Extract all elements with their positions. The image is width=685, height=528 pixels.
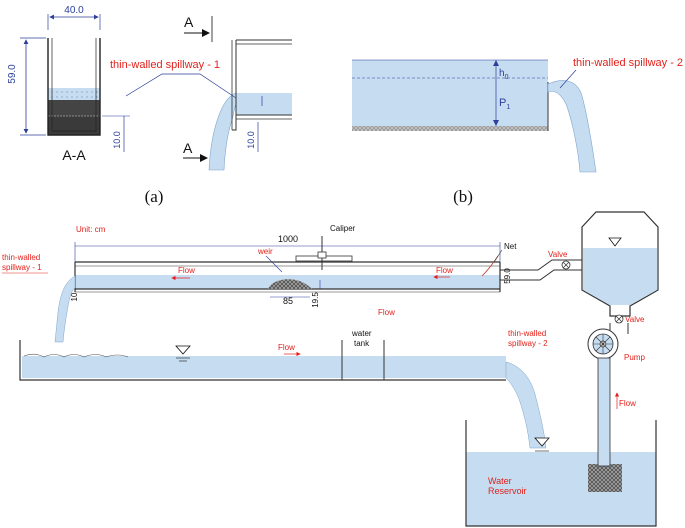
section-arrow-top: A xyxy=(184,14,213,42)
supply-pipe xyxy=(500,259,582,281)
dim-height-label: 59.0 xyxy=(7,64,18,84)
reservoir-label-line2: Reservoir xyxy=(488,486,527,496)
spillway1-label-a: thin-walled spillway - 1 xyxy=(110,59,220,71)
net-label: Net xyxy=(504,242,517,251)
inlet-height-label: 59.0 xyxy=(503,268,512,284)
dimension-crest-right: 10.0 xyxy=(246,96,263,152)
section-title: A-A xyxy=(62,147,86,163)
weir-length-label: 85 xyxy=(283,296,293,306)
flow-below: Flow xyxy=(378,308,395,317)
spillway1-label-main-line2: spillway - 1 xyxy=(2,263,42,272)
dimension-height: 59.0 xyxy=(7,37,46,136)
section-mark-bottom: A xyxy=(183,140,193,156)
spillway2-label-b: thin-walled spillway - 2 xyxy=(573,57,683,69)
flume-channel xyxy=(74,255,501,293)
flow-pipe: Flow xyxy=(619,399,636,408)
weir-label: weir xyxy=(257,247,273,256)
outlet-height-label: 10 xyxy=(70,292,79,301)
water-reservoir xyxy=(465,420,657,527)
main-setup: Unit: cm 1000 Caliper weir Net xyxy=(2,211,659,527)
spillway2-label-main-line1: thin-walled xyxy=(508,329,546,338)
section-arrow-bottom: A xyxy=(183,140,213,170)
flow-channel-2: Flow xyxy=(436,266,453,275)
dimension-width: 40.0 xyxy=(47,5,101,30)
caliper: Caliper xyxy=(295,224,356,270)
dim-width-label: 40.0 xyxy=(64,5,84,16)
valve-top-label: Valve xyxy=(548,250,568,259)
pump xyxy=(587,323,629,360)
water-tank-label-line2: tank xyxy=(354,339,370,348)
spillway1-label-main-line1: thin-walled xyxy=(2,253,40,262)
length-label: 1000 xyxy=(278,234,298,244)
panel-b: h0 P1 thin-walled spillway - 2 (b) xyxy=(352,57,683,206)
caliper-label: Caliper xyxy=(330,224,356,233)
caption-a: (a) xyxy=(145,187,164,206)
h0-label: h0 xyxy=(499,68,509,81)
supply-tank xyxy=(581,211,659,317)
lower-tank xyxy=(19,340,506,381)
water-tank-label-line1: water xyxy=(351,329,372,338)
spillway2-label-main-line2: spillway - 2 xyxy=(508,339,548,348)
reservoir-label-line1: Water xyxy=(488,476,512,486)
panel-a: 40.0 59.0 10.0 A-A A A xyxy=(7,5,292,206)
weir-height-label: 19.5 xyxy=(311,292,320,308)
valve-bottom xyxy=(614,314,624,324)
cross-section-a-a xyxy=(47,38,101,136)
flow-channel-1: Flow xyxy=(178,266,195,275)
unit-label: Unit: cm xyxy=(76,225,106,234)
section-mark-top: A xyxy=(184,14,194,30)
dimension-crest-left: 10.0 xyxy=(102,115,130,152)
valve-bottom-label: Valve xyxy=(625,315,645,324)
side-view-channel xyxy=(208,39,292,171)
pump-label: Pump xyxy=(624,353,645,362)
dim-crest-right-label: 10.0 xyxy=(246,131,256,149)
caption-b: (b) xyxy=(453,187,473,206)
flow-tank: Flow xyxy=(278,343,295,352)
dim-crest-left-label: 10.0 xyxy=(112,131,122,149)
p1-label: P1 xyxy=(499,97,510,111)
